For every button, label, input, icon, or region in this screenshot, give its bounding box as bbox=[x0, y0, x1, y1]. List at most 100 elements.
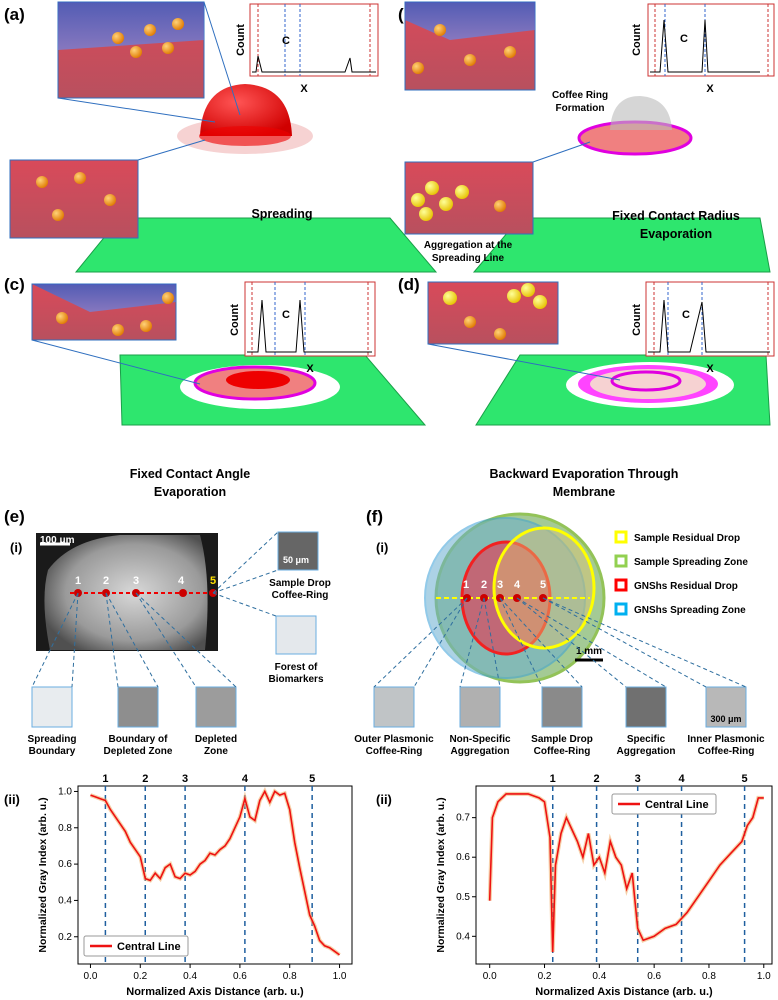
panel-d-letter: (d) bbox=[398, 275, 420, 294]
legend-label: Central Line bbox=[645, 799, 709, 811]
plot-area bbox=[77, 785, 353, 965]
panel-e-letter: (e) bbox=[4, 507, 25, 526]
svg-text:Specific: Specific bbox=[627, 734, 666, 745]
caption-a: Spreading bbox=[251, 207, 312, 221]
marker-label: 2 bbox=[594, 773, 600, 785]
panel-a-letter: (a) bbox=[4, 5, 25, 24]
svg-text:Non-Specific: Non-Specific bbox=[449, 734, 511, 745]
note-line1: Coffee Ring bbox=[552, 90, 608, 101]
y-tick-label: 1.0 bbox=[58, 786, 72, 797]
y-tick-label: 0.4 bbox=[456, 931, 470, 942]
inset-forest bbox=[275, 615, 317, 655]
svg-text:GNShs Spreading Zone: GNShs Spreading Zone bbox=[634, 605, 746, 616]
x-tick-label: 0.2 bbox=[538, 971, 552, 982]
x-tick-label: 0.4 bbox=[183, 971, 197, 982]
svg-text:Boundary of: Boundary of bbox=[109, 734, 169, 745]
legend-box bbox=[83, 935, 189, 957]
y-tick-label: 0.4 bbox=[58, 895, 72, 906]
inset-scalebar: 50 μm bbox=[283, 555, 309, 565]
svg-text:Boundary: Boundary bbox=[29, 746, 76, 757]
svg-text:Zone: Zone bbox=[204, 746, 228, 757]
inset-note-line2: Spreading Line bbox=[432, 253, 505, 264]
y-tick-label: 0.6 bbox=[456, 852, 470, 863]
marker-label: 1 bbox=[550, 773, 556, 785]
svg-text:2: 2 bbox=[103, 575, 109, 587]
svg-text:GNShs Residual Drop: GNShs Residual Drop bbox=[634, 581, 738, 592]
x-tick-label: 1.0 bbox=[333, 971, 347, 982]
inset-coffee-ring bbox=[277, 531, 319, 571]
series-line bbox=[90, 789, 340, 956]
y-tick-label: 0.7 bbox=[456, 813, 470, 824]
svg-text:Coffee-Ring: Coffee-Ring bbox=[534, 746, 591, 757]
sub-label-ii-f: (ii) bbox=[376, 792, 392, 807]
marker-label: 4 bbox=[678, 773, 685, 785]
caption-b-1: Fixed Contact Radius bbox=[612, 209, 740, 223]
sub-label-i: (i) bbox=[376, 540, 388, 555]
plot-b: C X Count bbox=[631, 3, 775, 95]
plot-ylabel: Count bbox=[631, 24, 643, 56]
caption-c-2: Evaporation bbox=[154, 485, 226, 499]
marker-label: 2 bbox=[142, 773, 148, 785]
plot-a: C X Count bbox=[235, 3, 379, 95]
caption-d-2: Membrane bbox=[553, 485, 616, 499]
svg-text:Biomarkers: Biomarkers bbox=[268, 674, 323, 685]
y-axis-label: Normalized Gray Index (arb. u.) bbox=[37, 797, 49, 952]
y-tick-label: 0.8 bbox=[58, 823, 72, 834]
nanoparticles bbox=[112, 18, 184, 58]
inset-note-line1: Aggregation at the bbox=[424, 240, 513, 251]
svg-text:1: 1 bbox=[463, 579, 469, 591]
sub-label-ii-e: (ii) bbox=[4, 792, 20, 807]
sample-residual-drop bbox=[492, 526, 596, 650]
svg-text:1: 1 bbox=[75, 575, 81, 587]
plot-center-label: C bbox=[680, 33, 688, 45]
plot-center-label: C bbox=[682, 309, 690, 321]
caption-b-2: Evaporation bbox=[640, 227, 712, 241]
plot-ylabel: Count bbox=[229, 304, 241, 336]
panel-c: (c) C X Count Fixed Contact Angle Evapor… bbox=[4, 275, 427, 499]
plot-xlabel: X bbox=[306, 363, 314, 375]
panel-f-letter: (f) bbox=[366, 507, 383, 526]
svg-text:3: 3 bbox=[497, 579, 503, 591]
inset-scalebar: 300 μm bbox=[710, 714, 741, 724]
svg-text:Sample Drop: Sample Drop bbox=[531, 734, 593, 745]
marker-label: 1 bbox=[102, 773, 108, 785]
legend-box bbox=[611, 793, 717, 815]
inset-bottom bbox=[404, 161, 534, 235]
caption-d-1: Backward Evaporation Through bbox=[490, 467, 679, 481]
panel-b: (b) C X Count Coffee Ring Formation Aggr… bbox=[398, 1, 775, 273]
y-tick-label: 0.2 bbox=[58, 932, 72, 943]
plot-xlabel: X bbox=[706, 83, 714, 95]
svg-text:4: 4 bbox=[178, 575, 185, 587]
marker-label: 3 bbox=[182, 773, 188, 785]
svg-text:Forest of: Forest of bbox=[275, 662, 318, 673]
scalebar: 1 mm bbox=[576, 646, 602, 657]
svg-text:Depleted Zone: Depleted Zone bbox=[104, 746, 173, 757]
x-tick-label: 0.2 bbox=[133, 971, 147, 982]
svg-text:5: 5 bbox=[210, 575, 216, 587]
x-axis-label: Normalized Axis Distance (arb. u.) bbox=[126, 986, 304, 998]
x-tick-label: 0.6 bbox=[647, 971, 661, 982]
plot-ylabel: Count bbox=[235, 24, 247, 56]
substrate bbox=[472, 217, 771, 273]
zone-legend: Sample Residual Drop Sample Spreading Zo… bbox=[614, 530, 748, 616]
svg-text:Spreading: Spreading bbox=[28, 734, 77, 745]
note-line2: Formation bbox=[556, 103, 605, 114]
plot-center-label: C bbox=[282, 309, 290, 321]
marker-label: 4 bbox=[242, 773, 249, 785]
inset-top bbox=[427, 281, 559, 345]
svg-text:Coffee-Ring: Coffee-Ring bbox=[272, 590, 329, 601]
svg-text:Coffee-Ring: Coffee-Ring bbox=[698, 746, 755, 757]
svg-text:2: 2 bbox=[481, 579, 487, 591]
svg-text:Inner Plasmonic: Inner Plasmonic bbox=[687, 734, 765, 745]
series-line bbox=[488, 793, 764, 953]
x-tick-label: 0.8 bbox=[283, 971, 297, 982]
plot-xlabel: X bbox=[706, 363, 714, 375]
svg-text:3: 3 bbox=[133, 575, 139, 587]
x-tick-label: 0.8 bbox=[702, 971, 716, 982]
panel-c-letter: (c) bbox=[4, 275, 25, 294]
svg-text:Outer Plasmonic: Outer Plasmonic bbox=[354, 734, 434, 745]
svg-text:Coffee-Ring: Coffee-Ring bbox=[366, 746, 423, 757]
marker-label: 5 bbox=[742, 773, 748, 785]
